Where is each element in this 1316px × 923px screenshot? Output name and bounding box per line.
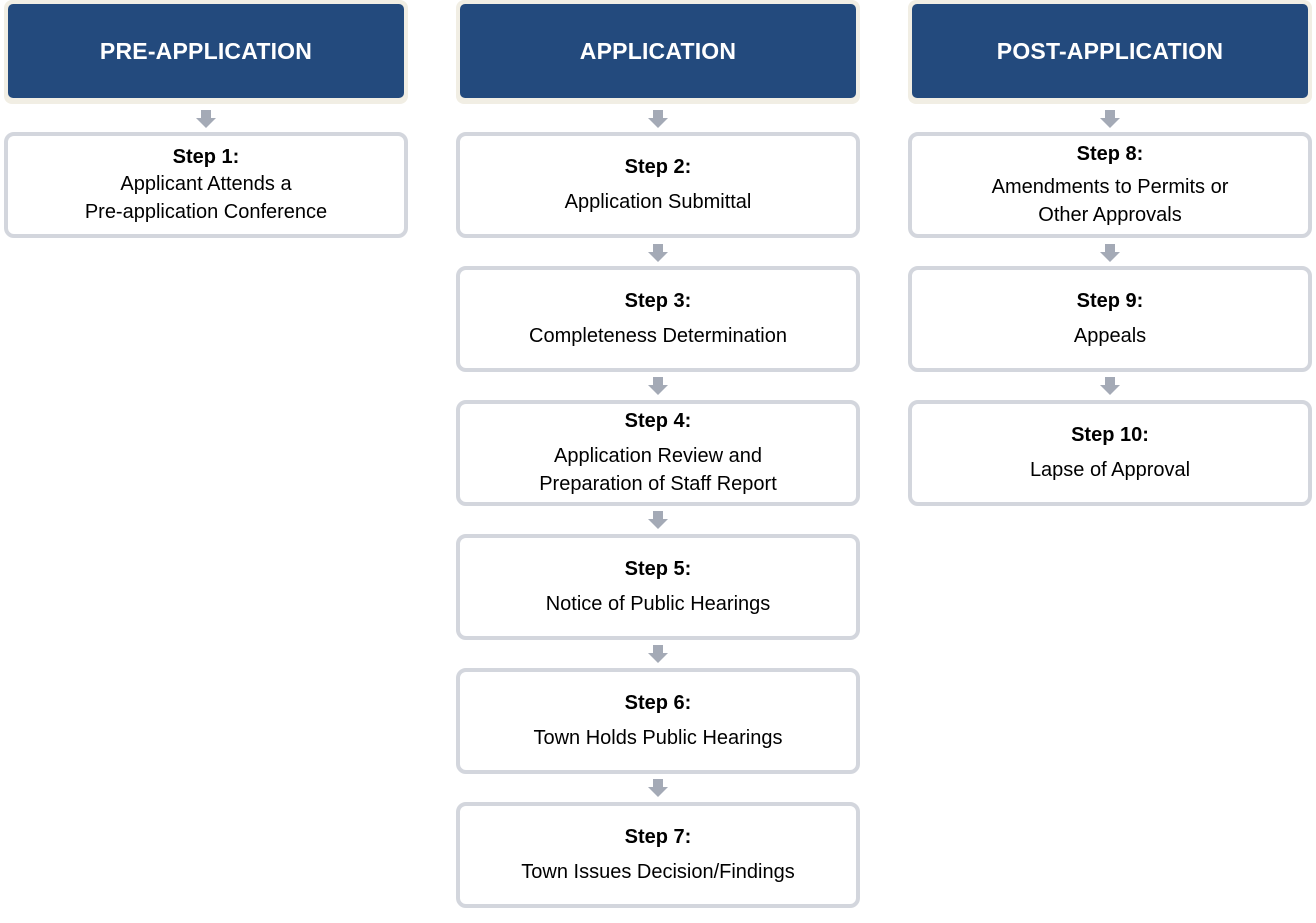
step-title: Step 5:: [624, 558, 692, 580]
phase-header-frame: POST-APPLICATION: [908, 0, 1312, 104]
down-arrow-icon: [648, 377, 668, 395]
step-title: Step 7:: [624, 826, 692, 848]
down-arrow-icon: [648, 110, 668, 128]
step-title: Step 1:: [172, 146, 240, 168]
step-3-box: Step 3: Completeness Determination: [456, 266, 860, 372]
down-arrow-icon: [648, 511, 668, 529]
step-title: Step 4:: [624, 410, 692, 432]
step-4-box: Step 4: Application Review and Preparati…: [456, 400, 860, 506]
step-9-box: Step 9: Appeals: [908, 266, 1312, 372]
step-8-box: Step 8: Amendments to Permits or Other A…: [908, 132, 1312, 238]
down-arrow-icon: [1100, 244, 1120, 262]
step-title: Step 8:: [1076, 143, 1144, 165]
phase-header-post-application: POST-APPLICATION: [912, 4, 1308, 98]
step-title: Step 6:: [624, 692, 692, 714]
step-10-box: Step 10: Lapse of Approval: [908, 400, 1312, 506]
step-1-box: Step 1: Applicant Attends a Pre-applicat…: [4, 132, 408, 238]
step-title: Step 2:: [624, 156, 692, 178]
phase-header-frame: APPLICATION: [456, 0, 860, 104]
step-title: Step 9:: [1076, 290, 1144, 312]
step-title: Step 10:: [1071, 424, 1149, 446]
step-description: Notice of Public Hearings: [545, 593, 771, 615]
phase-header-frame: PRE-APPLICATION: [4, 0, 408, 104]
down-arrow-icon: [648, 645, 668, 663]
phase-header-application: APPLICATION: [460, 4, 856, 98]
step-2-box: Step 2: Application Submittal: [456, 132, 860, 238]
step-description: Town Holds Public Hearings: [533, 727, 783, 749]
down-arrow-icon: [1100, 110, 1120, 128]
step-6-box: Step 6: Town Holds Public Hearings: [456, 668, 860, 774]
down-arrow-icon: [648, 779, 668, 797]
step-description: Application Review and Preparation of St…: [539, 445, 777, 495]
step-5-box: Step 5: Notice of Public Hearings: [456, 534, 860, 640]
step-description: Application Submittal: [564, 191, 752, 213]
step-description: Lapse of Approval: [1029, 459, 1191, 481]
step-description: Applicant Attends a Pre-application Conf…: [84, 173, 328, 223]
down-arrow-icon: [648, 244, 668, 262]
step-description: Town Issues Decision/Findings: [521, 861, 795, 883]
step-description: Amendments to Permits or Other Approvals: [991, 176, 1229, 226]
step-7-box: Step 7: Town Issues Decision/Findings: [456, 802, 860, 908]
step-description: Appeals: [1073, 325, 1147, 347]
step-title: Step 3:: [624, 290, 692, 312]
step-description: Completeness Determination: [529, 325, 787, 347]
phase-header-pre-application: PRE-APPLICATION: [8, 4, 404, 98]
down-arrow-icon: [1100, 377, 1120, 395]
down-arrow-icon: [196, 110, 216, 128]
